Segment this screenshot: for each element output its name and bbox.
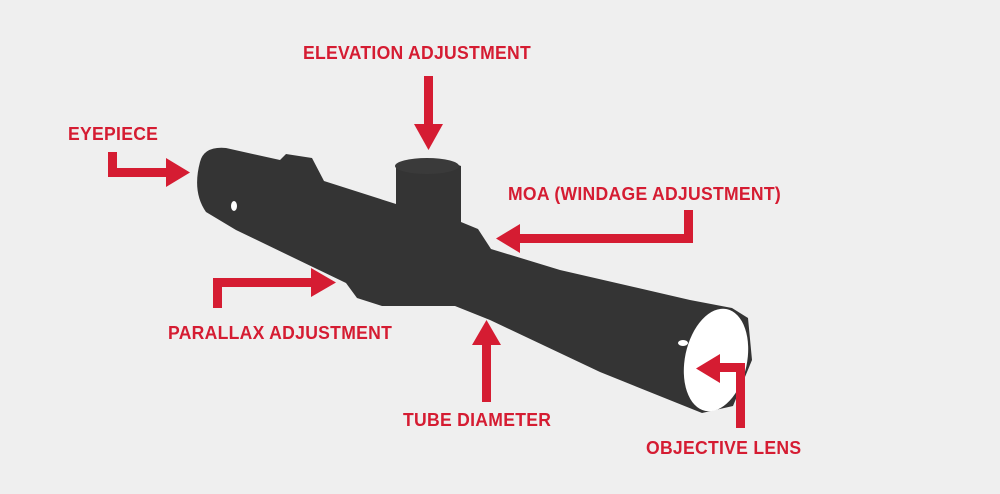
label-tube-diameter: TUBE DIAMETER bbox=[403, 409, 552, 430]
arrow-elevation bbox=[414, 76, 443, 150]
label-moa-windage: MOA (WINDAGE ADJUSTMENT) bbox=[508, 183, 782, 204]
arrow-objective bbox=[696, 354, 745, 428]
label-objective-lens: OBJECTIVE LENS bbox=[646, 437, 802, 458]
label-parallax-adjustment: PARALLAX ADJUSTMENT bbox=[168, 322, 393, 343]
arrow-moa bbox=[496, 210, 693, 253]
label-eyepiece: EYEPIECE bbox=[68, 123, 159, 144]
rifle-scope-illustration bbox=[197, 147, 752, 413]
arrow-eyepiece bbox=[108, 152, 190, 187]
arrow-tube bbox=[472, 320, 501, 402]
arrow-parallax bbox=[213, 268, 336, 308]
label-elevation-adjustment: ELEVATION ADJUSTMENT bbox=[303, 42, 531, 63]
label-arrows bbox=[108, 76, 745, 428]
